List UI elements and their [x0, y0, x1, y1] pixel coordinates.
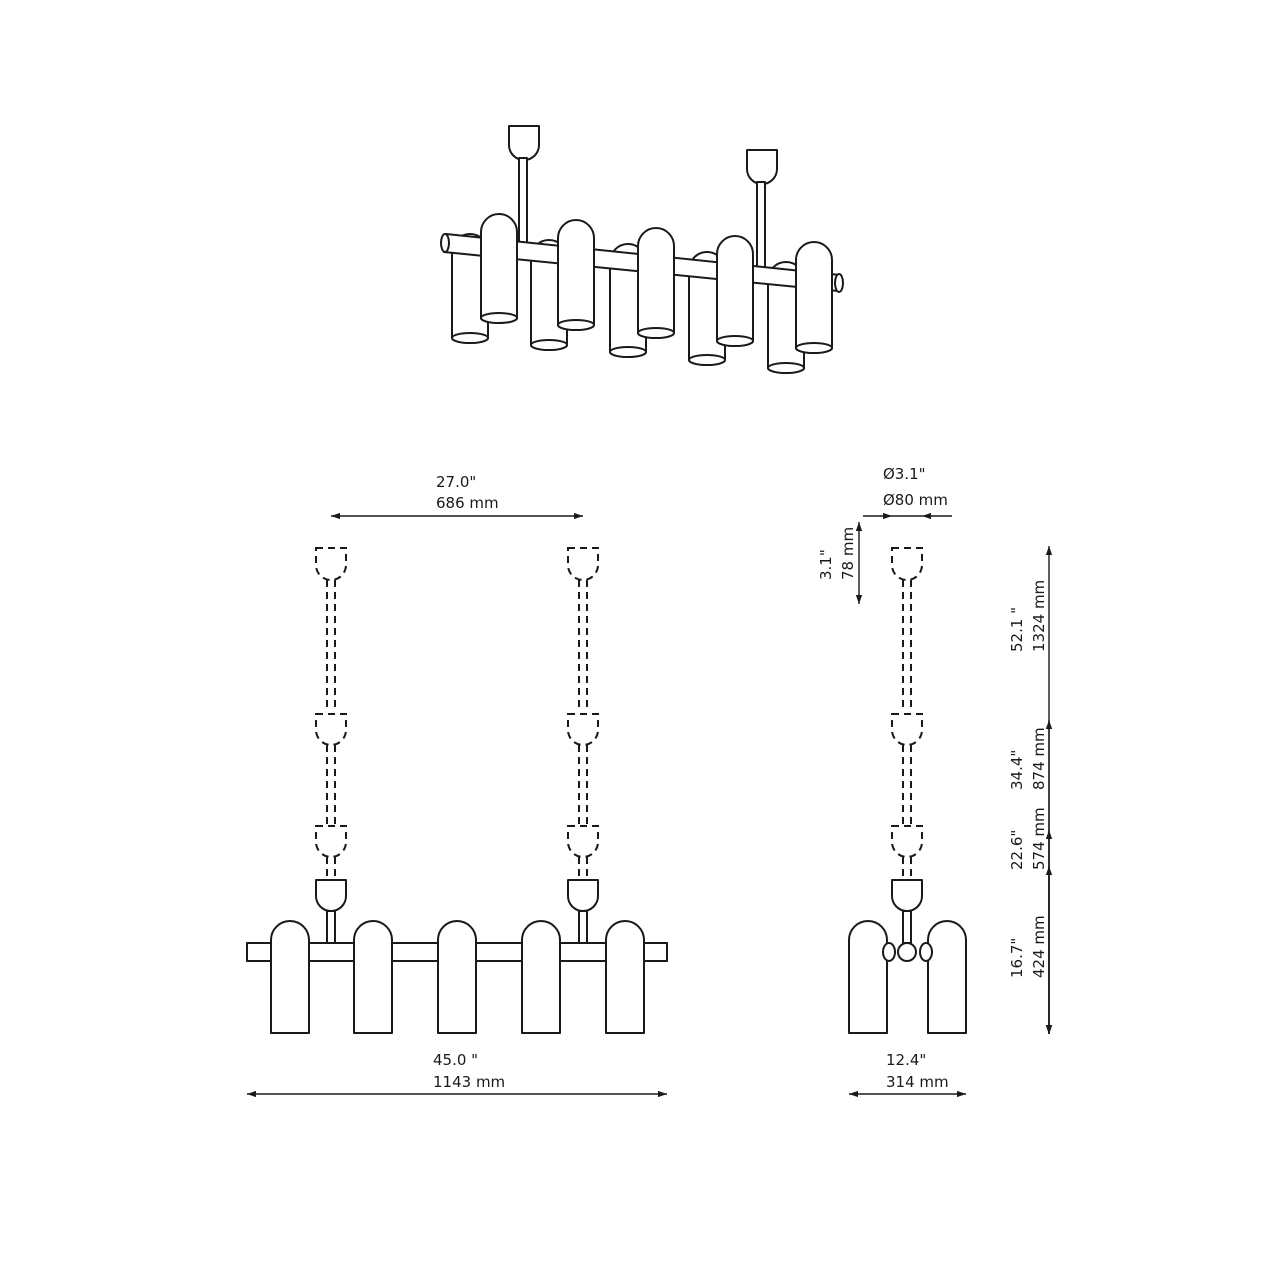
- front-row-shades: [480, 213, 833, 354]
- label-fixture-height-inch: 16.7": [1008, 938, 1026, 978]
- label-depth-mm: 314 mm: [886, 1073, 949, 1091]
- dimension-labels: 27.0" 686 mm Ø3.1" Ø80 mm 3.1" 78 mm 52.…: [433, 465, 1048, 1091]
- perspective-view: [440, 125, 844, 374]
- label-drop-2-inch: 34.4": [1008, 750, 1026, 790]
- label-drop-2-mm: 874 mm: [1030, 727, 1048, 790]
- label-drop-3-inch: 22.6": [1008, 830, 1026, 870]
- side-view: [848, 547, 967, 1034]
- dimension-lines: [247, 512, 1053, 1098]
- label-rod-spacing-inch: 27.0": [436, 473, 476, 491]
- front-view: [246, 547, 668, 1034]
- suspension-right: [567, 547, 599, 944]
- label-canopy-height-mm: 78 mm: [839, 527, 857, 580]
- label-canopy-height-inch: 3.1": [817, 549, 835, 580]
- label-drop-3-mm: 574 mm: [1030, 807, 1048, 870]
- label-canopy-diameter-inch: Ø3.1": [883, 465, 926, 483]
- label-depth-inch: 12.4": [886, 1051, 926, 1069]
- label-max-drop-mm: 1324 mm: [1030, 580, 1048, 652]
- label-canopy-diameter-mm: Ø80 mm: [883, 491, 948, 509]
- label-total-width-mm: 1143 mm: [433, 1073, 505, 1091]
- label-max-drop-inch: 52.1 ": [1008, 607, 1026, 652]
- label-total-width-inch: 45.0 ": [433, 1051, 478, 1069]
- shades-front: [270, 920, 645, 1034]
- suspension-left: [315, 547, 347, 944]
- label-rod-spacing-mm: 686 mm: [436, 494, 499, 512]
- label-fixture-height-mm: 424 mm: [1030, 915, 1048, 978]
